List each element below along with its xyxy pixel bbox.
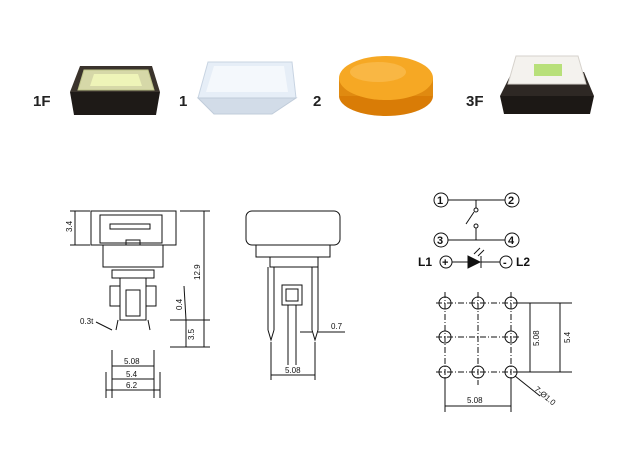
cap-1f-image [70,66,160,115]
cap-2-image [339,56,433,116]
dim-w2: 5.4 [126,370,138,379]
cap-label-3f: 3F [466,93,484,110]
dim-mid: 0.4 [175,298,184,310]
pin-2-label: 2 [508,195,514,207]
dim-w3: 6.2 [126,381,138,390]
led-minus-label: - [503,257,507,269]
cap-1-image [196,61,298,115]
pcb-footprint [436,292,572,412]
pin-1-label: 1 [437,195,443,207]
cap-label-1f: 1F [33,93,51,110]
pin-3-label: 3 [437,235,443,247]
dim-total-height: 12.9 [193,264,202,280]
cap-label-1: 1 [179,93,188,110]
dim-lower: 3.5 [187,328,196,340]
dim-pin-thickness: 0.3t [80,317,94,326]
l1-label: L1 [418,255,432,269]
switch-schematic [433,192,520,269]
pin-4-label: 4 [508,235,515,247]
dim-h-pitch: 5.08 [467,396,483,405]
front-view-drawing [70,210,210,398]
side-view-drawing [245,210,345,380]
dim-v-total: 5.4 [563,331,572,343]
dim-v-pitch: 5.08 [532,330,541,346]
dim-holes: 7-Ø1.0 [533,385,558,408]
dim-pin-width: 0.7 [331,322,343,331]
cap-3f-image [500,55,594,114]
dim-w1: 5.08 [124,357,140,366]
led-plus-label: + [442,257,448,269]
l2-label: L2 [516,255,530,269]
dim-cap-height: 3.4 [65,220,74,232]
dim-side-pitch: 5.08 [285,366,301,375]
cap-label-2: 2 [313,93,322,110]
